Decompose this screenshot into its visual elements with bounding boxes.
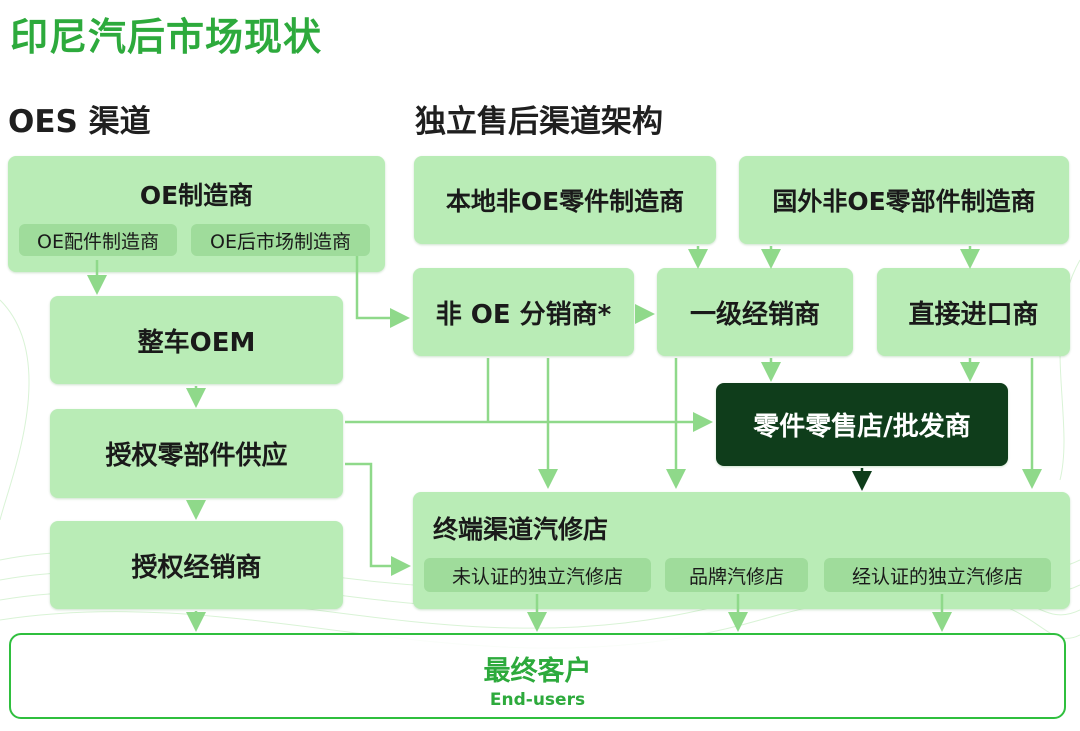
end-customer-english-label: End-users [489,690,586,710]
tier1-distributor-box: 一级经销商 [657,268,853,356]
independent-section-heading: 独立售后渠道架构 [415,104,663,140]
certified-independent-chip: 经认证的独立汽修店 [824,558,1051,592]
authorized-dealer-box: 授权经销商 [50,521,343,609]
end-customer-label: 最终客户 [483,656,592,687]
local-non-oe-maker-box: 本地非OE零件制造商 [414,156,716,244]
page-title: 印尼汽后市场现状 [10,15,323,59]
oe-manufacturer-label: OE制造商 [139,181,254,210]
brand-repair-chip: 品牌汽修店 [665,558,808,592]
non-oe-distributor-box: 非 OE 分销商* [413,268,634,356]
oes-section-heading: OES 渠道 [8,104,151,140]
oe-aftermarket-maker-chip: OE后市场制造商 [191,224,370,256]
terminal-repair-label: 终端渠道汽修店 [433,515,609,544]
authorized-parts-supply-box: 授权零部件供应 [50,409,343,498]
foreign-non-oe-maker-box: 国外非OE零部件制造商 [739,156,1069,244]
retail-wholesale-box: 零件零售店/批发商 [716,383,1008,466]
direct-importer-box: 直接进口商 [877,268,1070,356]
uncertified-independent-chip: 未认证的独立汽修店 [424,558,651,592]
end-customer-box: 最终客户 End-users [9,633,1066,719]
vehicle-oem-box: 整车OEM [50,296,343,384]
oe-parts-maker-chip: OE配件制造商 [19,224,177,256]
